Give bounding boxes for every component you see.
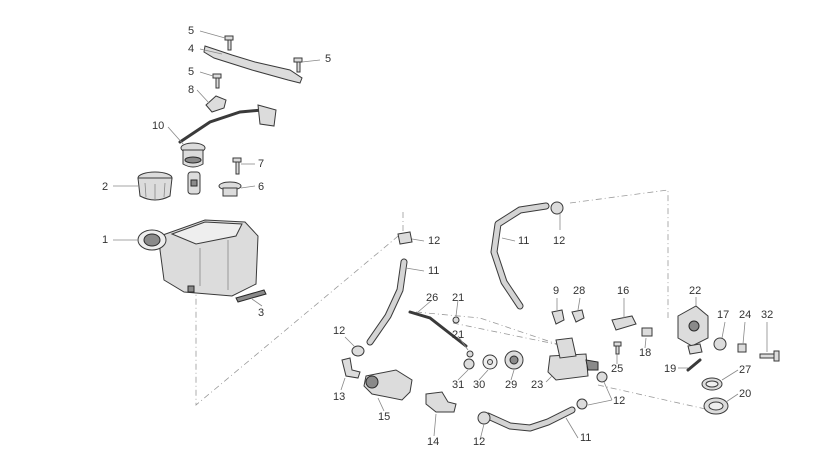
part-small-fitting-21-lower: [466, 350, 474, 358]
part-hose-bottom: [484, 406, 576, 432]
callout-12-top-right: 12: [553, 235, 565, 247]
part-bracket-15: [363, 369, 413, 401]
callout-13: 13: [333, 391, 345, 403]
part-hose-clamp-12-top-center: [397, 231, 413, 245]
part-seal-17: [713, 337, 727, 351]
part-clamp-12-right-lower: [576, 398, 588, 410]
callout-labels: 5 4 5 5 8 10 7 6 2 1 3 12 11 11 12 12 13…: [102, 25, 773, 448]
part-elbow-fitting-13: [341, 357, 361, 379]
part-ring-20: [703, 397, 729, 415]
part-clip: [205, 95, 227, 113]
part-fitting-28: [571, 309, 585, 323]
callout-8: 8: [188, 84, 194, 96]
callout-3: 3: [258, 307, 264, 319]
callout-4: 4: [188, 43, 194, 55]
part-washer-30: [482, 354, 498, 370]
callout-5-top: 5: [188, 25, 194, 37]
part-fuel-cap: [137, 171, 173, 201]
callout-10: 10: [152, 120, 164, 132]
callout-1: 1: [102, 234, 108, 246]
part-connector-14: [425, 391, 457, 413]
part-fuel-line-pipe: [178, 104, 277, 144]
part-valve-body-23: [547, 337, 599, 381]
part-clamp-9: [551, 309, 565, 325]
callout-11-u-hose: 11: [518, 235, 529, 247]
callout-2: 2: [102, 181, 108, 193]
callout-6: 6: [258, 181, 264, 193]
part-hose-clamp-12-left: [351, 345, 365, 357]
part-bracket-16: [611, 315, 637, 331]
callout-14: 14: [427, 436, 439, 448]
part-screw-top-left: [224, 35, 234, 51]
callout-20: 20: [739, 388, 751, 400]
part-small-fitting-21-upper: [452, 316, 460, 324]
callout-5-middle: 5: [188, 66, 194, 78]
callout-9: 9: [553, 285, 559, 297]
part-screw-middle: [212, 73, 222, 89]
part-carburetor-22: [677, 305, 709, 355]
callout-12-bottom: 12: [473, 436, 485, 448]
callout-11-vertical-hose: 11: [428, 265, 439, 277]
part-screw-7: [232, 157, 242, 175]
part-hose-vertical: [366, 258, 408, 346]
callout-12-right: 12: [613, 395, 625, 407]
callout-30: 30: [473, 379, 485, 391]
callout-19: 19: [664, 363, 676, 375]
callout-17: 17: [717, 309, 729, 321]
callout-21-lower: 21: [452, 329, 464, 341]
part-link-19: [686, 358, 702, 372]
callout-7: 7: [258, 158, 264, 170]
callout-29: 29: [505, 379, 517, 391]
part-gear-29: [504, 350, 524, 370]
part-hose-u-shaped: [490, 202, 550, 310]
callout-12-left: 12: [333, 325, 345, 337]
callout-12-top-center: 12: [428, 235, 440, 247]
part-tank-pad: [235, 289, 267, 303]
part-nut-24: [737, 343, 747, 353]
callout-15: 15: [378, 411, 390, 423]
callout-24: 24: [739, 309, 751, 321]
callout-11-bottom-hose: 11: [580, 432, 591, 444]
part-nut-31: [463, 358, 475, 370]
part-screw-top-right: [293, 57, 303, 73]
part-grommet: [218, 181, 242, 197]
part-bracket-plate: [203, 45, 303, 84]
part-fuel-filter: [187, 171, 201, 195]
callout-18: 18: [639, 347, 651, 359]
callout-28: 28: [573, 285, 585, 297]
part-pickup-cap: [180, 142, 206, 168]
part-hose-clamp-12-top-right: [550, 201, 564, 215]
part-nut-18: [641, 327, 653, 337]
part-hose-clamp-27: [701, 377, 723, 391]
callout-16: 16: [617, 285, 629, 297]
callout-31: 31: [452, 379, 464, 391]
leader-lines: [113, 30, 768, 441]
callout-26: 26: [426, 292, 438, 304]
callout-25: 25: [611, 363, 623, 375]
callout-5-right: 5: [325, 53, 331, 65]
part-clamp-12-bottom: [477, 411, 491, 425]
part-clamp-12-right-upper: [596, 371, 608, 383]
callout-27: 27: [739, 364, 751, 376]
part-fuel-tank: [137, 219, 259, 297]
callout-32: 32: [761, 309, 773, 321]
part-thin-line-26: [408, 310, 468, 348]
assembly-guide-lines: [195, 189, 711, 411]
callout-21-upper: 21: [452, 292, 464, 304]
callout-23: 23: [531, 379, 543, 391]
part-screw-25: [613, 341, 622, 355]
part-bolt-32: [759, 350, 780, 362]
callout-22: 22: [689, 285, 701, 297]
